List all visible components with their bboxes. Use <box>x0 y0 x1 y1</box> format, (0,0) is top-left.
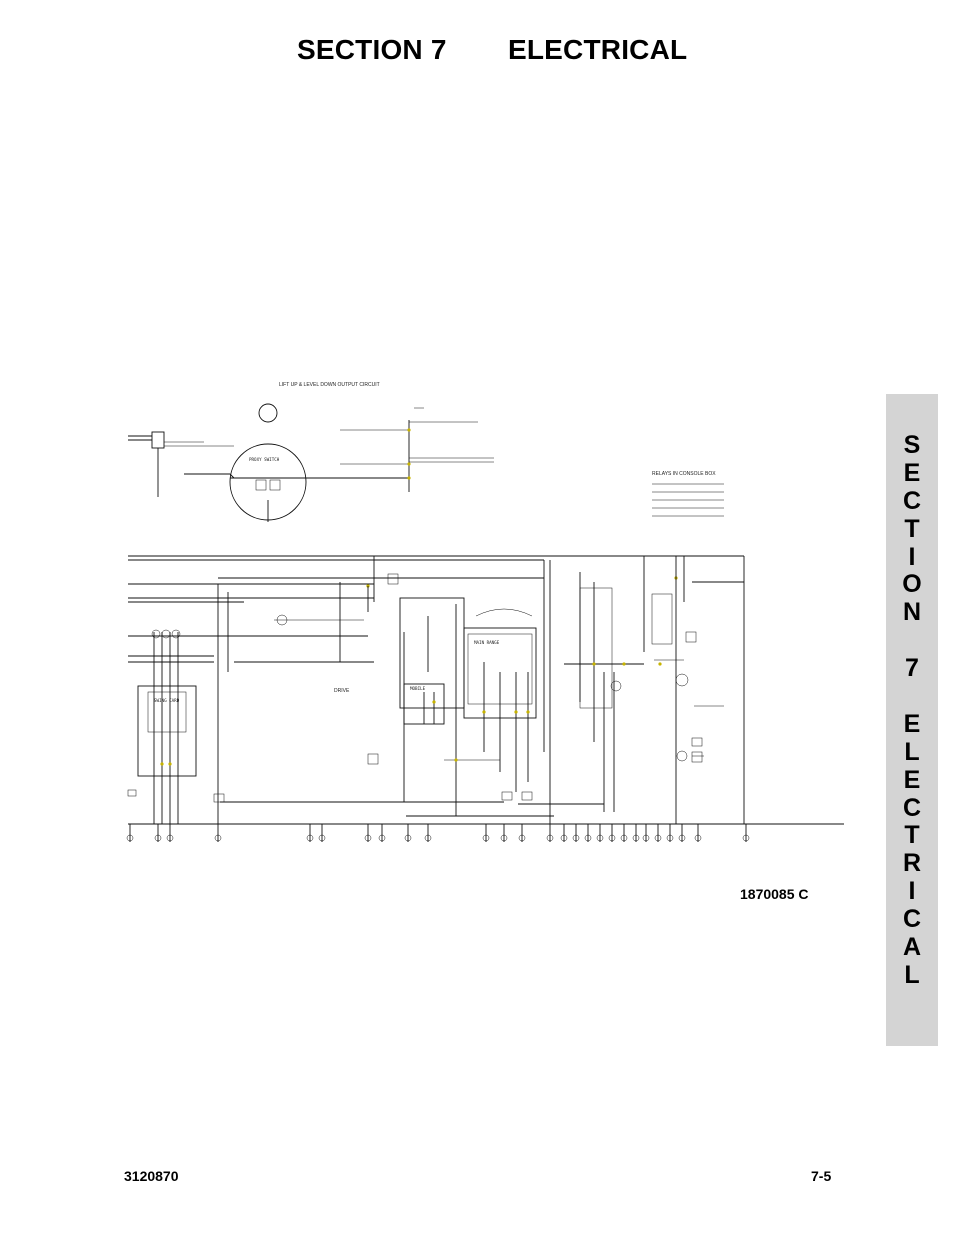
proxy-switch-label: PROXY SWITCH <box>249 457 280 462</box>
main-range-module: MAIN RANGE <box>444 560 545 792</box>
side-tab-text: S E C T I O N 7 E L E C T R I C A L <box>902 431 922 989</box>
center-relay-panel: DRIVE <box>217 556 399 802</box>
section-title: ELECTRICAL <box>508 34 688 65</box>
drawing-number: 1870085 C <box>740 886 809 902</box>
relays-label: RELAYS IN CONSOLE BOX <box>652 471 716 477</box>
mobile-label: MOBILE <box>410 686 426 691</box>
page-number: 7-5 <box>811 1168 832 1184</box>
mobile-module: MOBILE <box>399 597 465 816</box>
terminal-row <box>126 802 750 842</box>
wiring-schematic: PROXY SWITCH LIFT UP & LEVEL DOWN OUTPUT… <box>124 372 850 898</box>
relays-console-note: RELAYS IN CONSOLE BOX <box>652 471 724 517</box>
right-relay-panel <box>549 556 745 824</box>
swing-card: SWING CARD <box>137 629 197 824</box>
section-number: SECTION 7 <box>297 34 447 65</box>
svg-text:DRIVE: DRIVE <box>334 688 350 694</box>
level-circuit: LIFT UP & LEVEL DOWN OUTPUT CIRCUIT <box>279 382 494 492</box>
power-buses <box>128 555 844 825</box>
power-system-block <box>128 431 235 497</box>
connectors <box>127 737 703 803</box>
circuit-title: LIFT UP & LEVEL DOWN OUTPUT CIRCUIT <box>279 382 380 388</box>
proxy-switch: PROXY SWITCH <box>229 403 307 522</box>
schematic-drawing: PROXY SWITCH LIFT UP & LEVEL DOWN OUTPUT… <box>126 382 844 842</box>
section-side-tab: S E C T I O N 7 E L E C T R I C A L <box>886 394 938 1046</box>
swing-card-label: SWING CARD <box>154 698 180 703</box>
document-number: 3120870 <box>124 1168 179 1184</box>
main-range-label: MAIN RANGE <box>474 640 500 645</box>
page-header: SECTION 7 ELECTRICAL <box>0 34 954 68</box>
